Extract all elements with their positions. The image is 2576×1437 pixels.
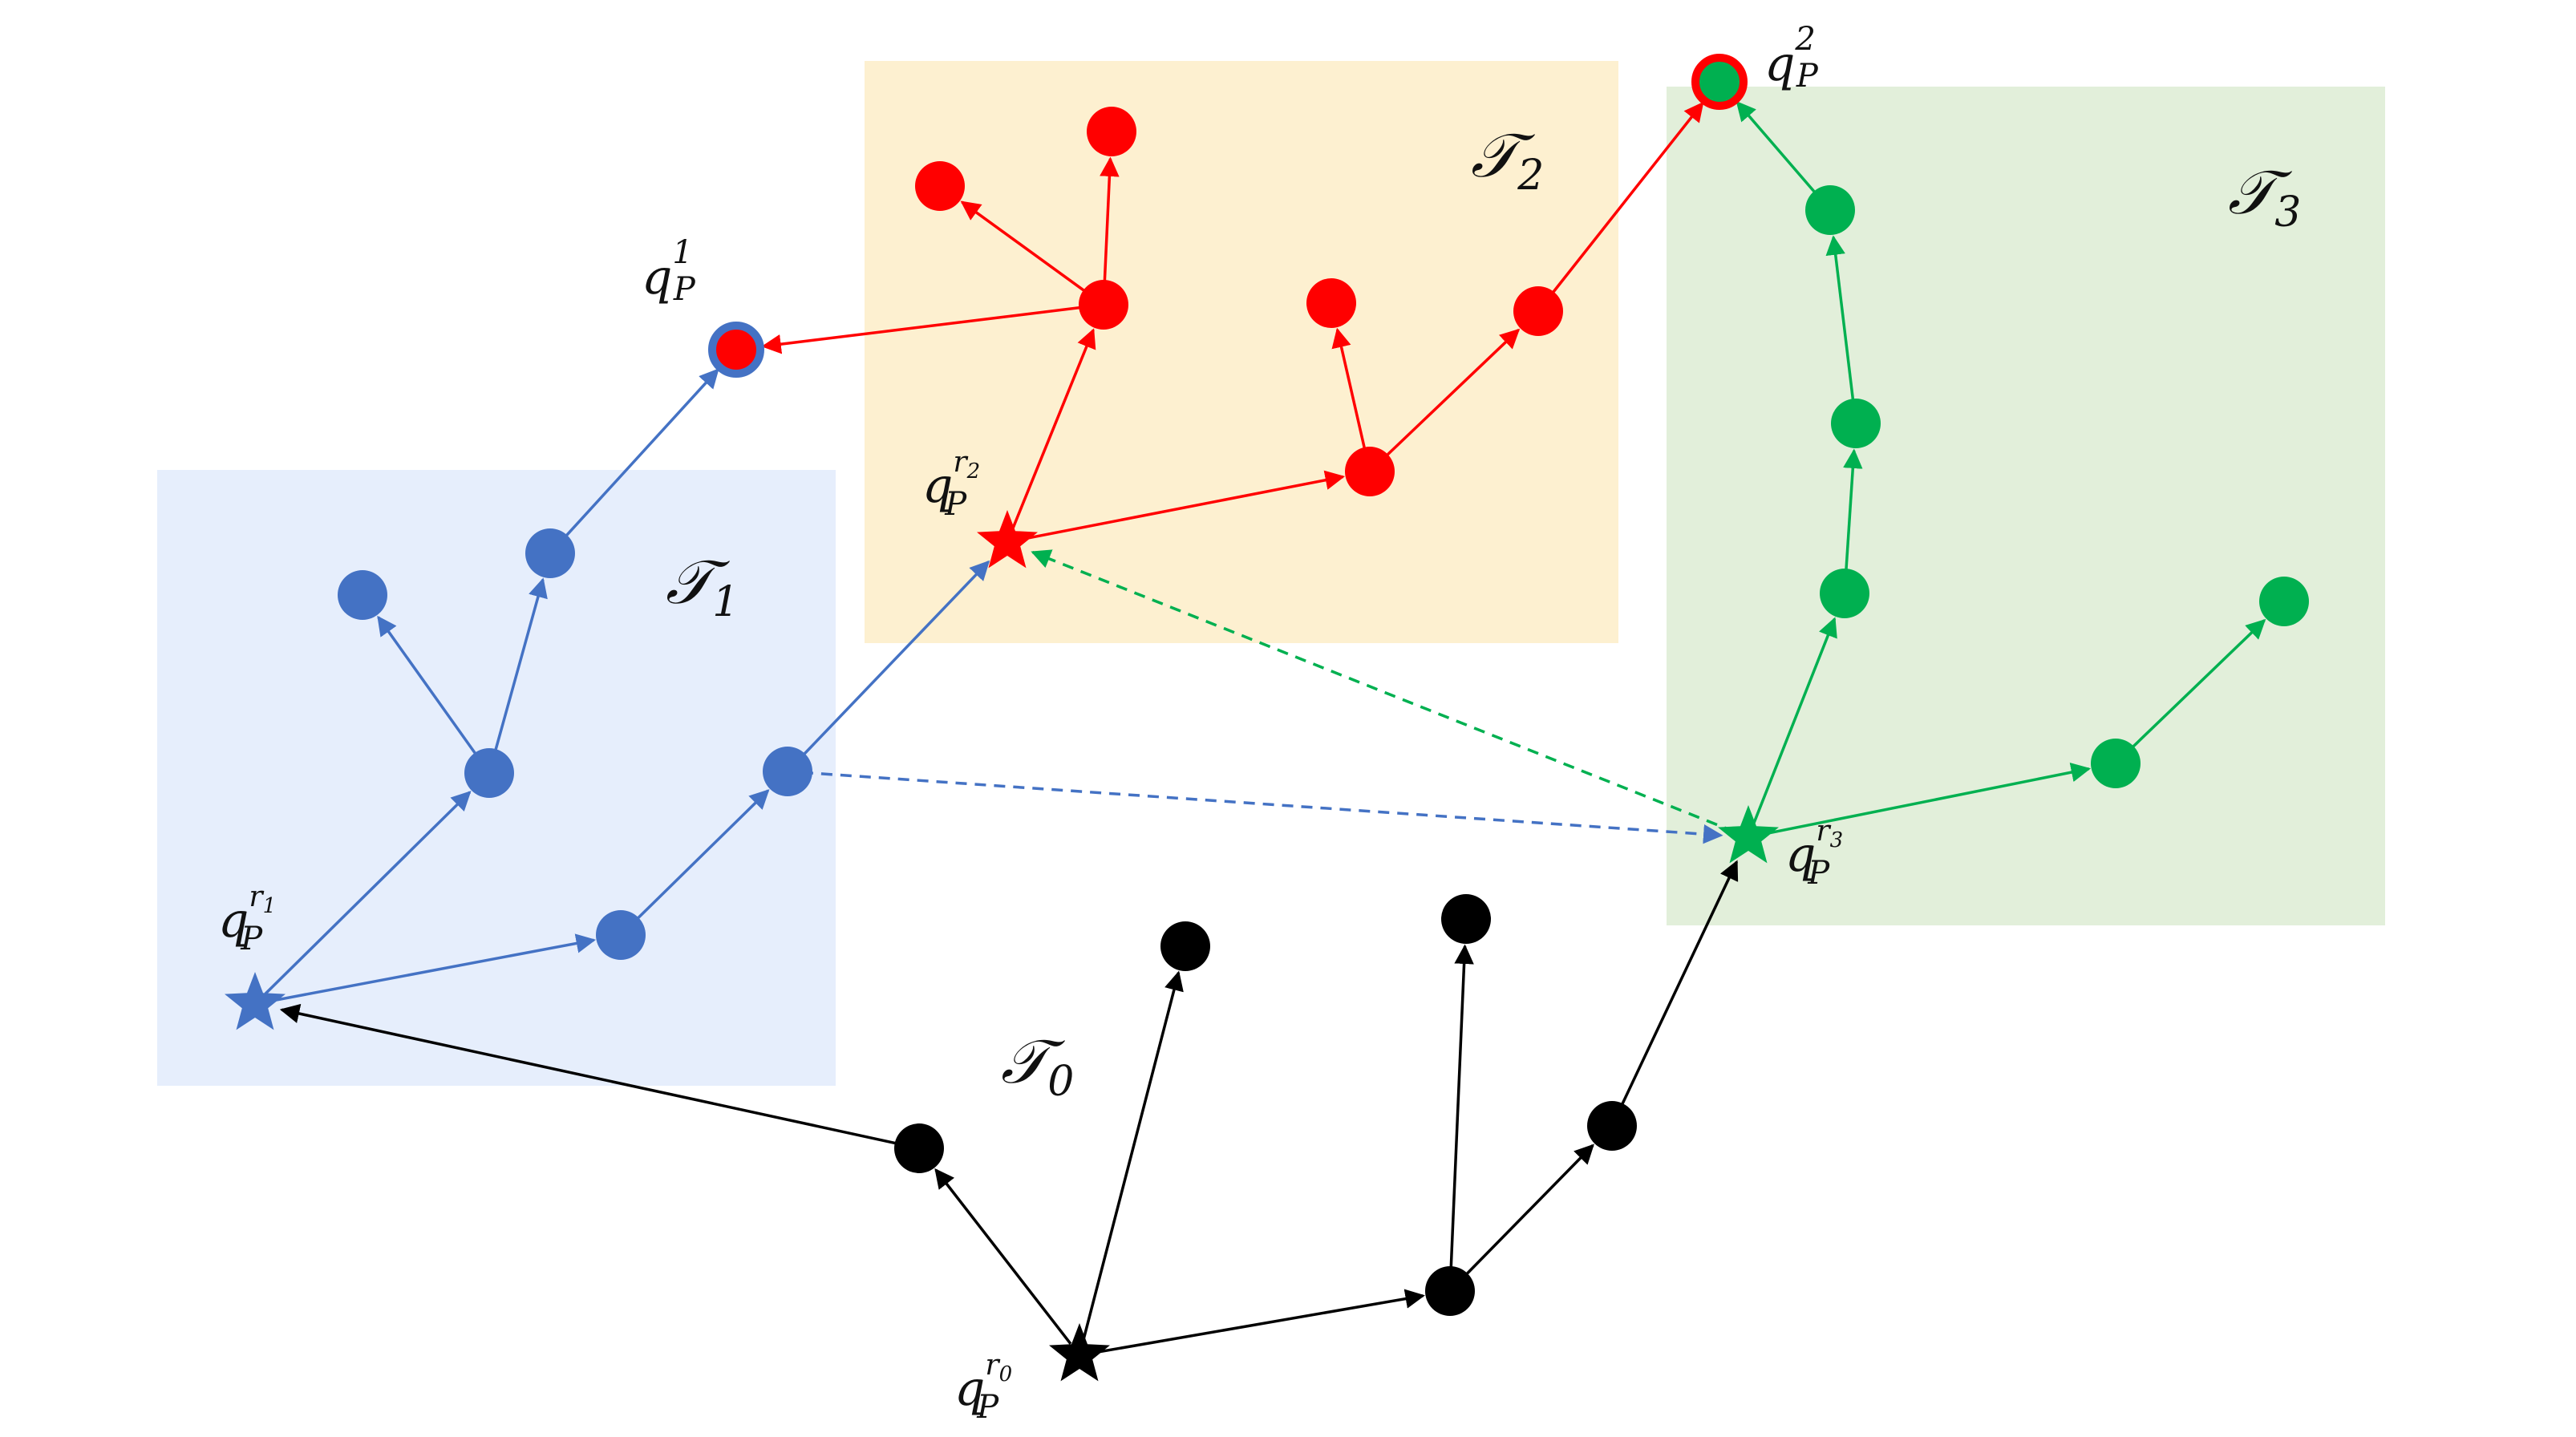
goal-q2-node — [1691, 54, 1748, 110]
node-u3 — [525, 528, 575, 578]
edge-u5-r2 — [796, 560, 990, 763]
node-u5 — [763, 747, 812, 796]
edge-b1-r1 — [279, 1003, 905, 1147]
edge-b3-b5 — [1459, 1144, 1594, 1282]
node-u1 — [464, 748, 514, 798]
edge-dashed-blue — [801, 771, 1723, 844]
node-g5 — [2259, 577, 2309, 626]
edge-r3-g1 — [1752, 617, 1837, 824]
node-e5 — [1306, 278, 1356, 328]
edge-r3-g4 — [1762, 763, 2092, 836]
root-r1-star — [225, 972, 286, 1030]
edge-e1-q1 — [761, 305, 1090, 354]
node-u4 — [596, 910, 646, 960]
edge-r2-e1 — [1011, 328, 1096, 529]
node-u2 — [338, 570, 387, 620]
edge-g1-g2 — [1843, 448, 1863, 580]
node-e3 — [1087, 107, 1136, 156]
root-r0-star — [1049, 1323, 1110, 1382]
node-g2 — [1831, 399, 1881, 448]
node-g4 — [2091, 739, 2141, 788]
root-r3-star — [1718, 805, 1779, 864]
node-b5 — [1587, 1101, 1637, 1151]
edge-u3-q1 — [558, 368, 719, 544]
node-b4 — [1441, 894, 1491, 944]
edge-b5-r3 — [1617, 860, 1739, 1114]
edge-r0-b1 — [934, 1168, 1072, 1345]
node-e4 — [1345, 447, 1395, 496]
edge-r0-b3 — [1093, 1289, 1425, 1354]
region-label-t0: 𝒯0 — [1001, 1026, 1074, 1106]
region-t3 — [1667, 87, 2385, 925]
edge-r1-u1 — [264, 791, 472, 995]
edge-dashed-green — [1031, 549, 1736, 833]
edge-e1-e3 — [1100, 156, 1120, 291]
node-b3 — [1425, 1266, 1475, 1316]
node-b1 — [894, 1123, 944, 1173]
edge-b3-b4 — [1449, 944, 1474, 1277]
edge-e6-q2 — [1545, 101, 1704, 301]
edge-r2-e4 — [1021, 470, 1346, 541]
edge-u1-u3 — [492, 577, 548, 760]
edge-g2-g3 — [1825, 235, 1856, 410]
goal-q1-node — [708, 322, 764, 378]
region-t2 — [865, 61, 1618, 643]
node-e6 — [1513, 286, 1563, 336]
edge-e4-e5 — [1331, 327, 1368, 458]
edges-layer — [264, 100, 2266, 1354]
edge-g4-g5 — [2124, 618, 2266, 755]
edge-r0-b2 — [1081, 970, 1184, 1342]
root-r2-star — [977, 510, 1038, 569]
edge-u4-u5 — [630, 789, 770, 926]
region-label-t3: 𝒯3 — [2228, 156, 2301, 237]
node-g3 — [1805, 185, 1855, 235]
edge-r1-u4 — [269, 933, 596, 1003]
node-b2 — [1160, 921, 1210, 971]
node-g1 — [1820, 569, 1869, 618]
edge-e1-e2 — [960, 200, 1093, 298]
edge-e4-e6 — [1379, 328, 1521, 463]
node-e1 — [1079, 280, 1128, 330]
edge-u1-u2 — [377, 615, 482, 763]
nodes-layer — [225, 54, 2309, 1382]
region-label-t2: 𝒯2 — [1471, 119, 1544, 200]
edge-g3-q2 — [1736, 100, 1822, 200]
node-e2 — [915, 161, 965, 211]
